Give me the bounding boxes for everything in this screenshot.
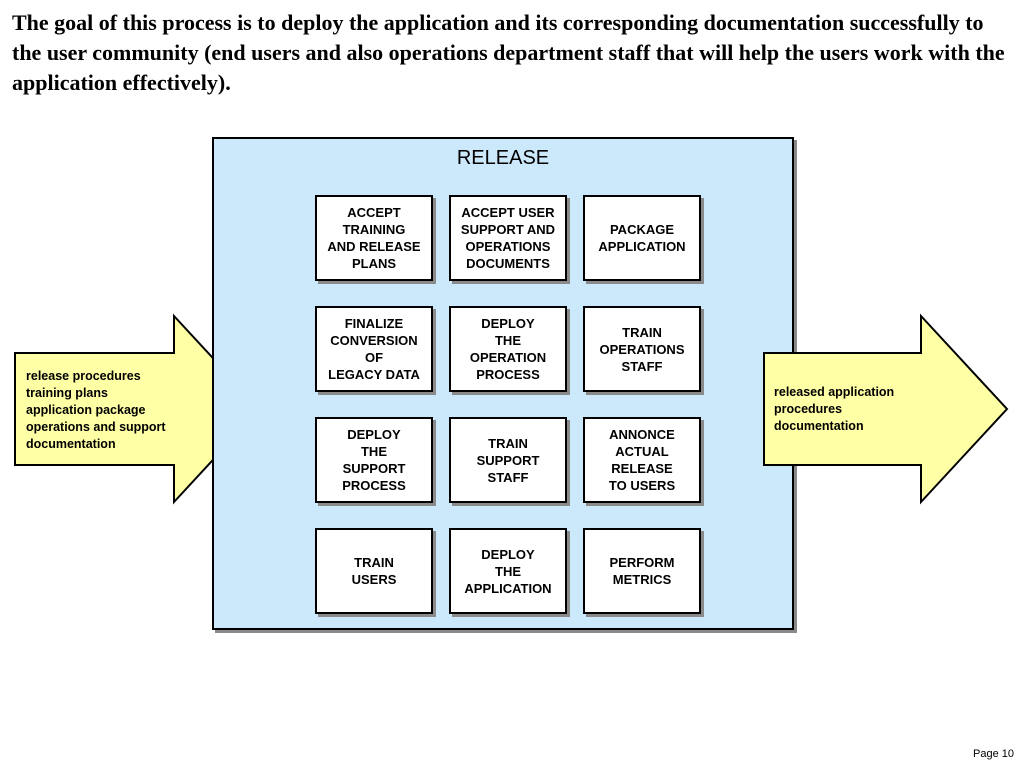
intro-paragraph: The goal of this process is to deploy th…	[12, 10, 1005, 95]
activity-box: PERFORM METRICS	[583, 528, 701, 614]
activity-box: ACCEPT USER SUPPORT AND OPERATIONS DOCUM…	[449, 195, 567, 281]
activity-box: DEPLOY THE APPLICATION	[449, 528, 567, 614]
output-arrow-shape	[763, 313, 1009, 505]
activity-box: ACCEPT TRAINING AND RELEASE PLANS	[315, 195, 433, 281]
activity-box: TRAIN USERS	[315, 528, 433, 614]
activity-box: PACKAGE APPLICATION	[583, 195, 701, 281]
release-panel: RELEASE ACCEPT TRAINING AND RELEASE PLAN…	[212, 137, 794, 630]
activity-box: TRAIN SUPPORT STAFF	[449, 417, 567, 503]
activity-box: DEPLOY THE OPERATION PROCESS	[449, 306, 567, 392]
output-arrow	[763, 313, 1009, 505]
release-title: RELEASE	[456, 147, 550, 169]
output-arrow-label: released application procedures document…	[774, 385, 895, 433]
activity-box: TRAIN OPERATIONS STAFF	[583, 306, 701, 392]
input-arrow-label: release procedures training plans applic…	[26, 369, 166, 451]
activity-box: FINALIZE CONVERSION OF LEGACY DATA	[315, 306, 433, 392]
page-number: Page 10	[973, 748, 1014, 760]
activity-box: ANNONCE ACTUAL RELEASE TO USERS	[583, 417, 701, 503]
activity-box: DEPLOY THE SUPPORT PROCESS	[315, 417, 433, 503]
